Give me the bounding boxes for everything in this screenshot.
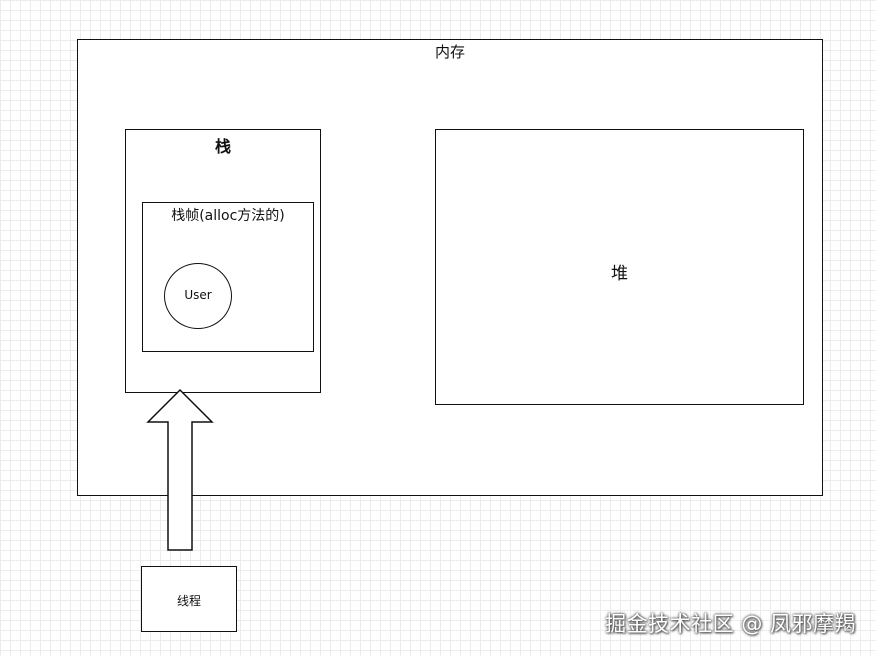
user-object-circle xyxy=(164,263,232,329)
thread-label: 线程 xyxy=(176,594,201,608)
thread-box xyxy=(141,566,237,632)
user-object-label: User xyxy=(184,288,212,302)
stack-frame-label: 栈帧(alloc方法的) xyxy=(171,208,285,224)
thread-to-stack-arrow xyxy=(146,388,214,551)
heap-label: 堆 xyxy=(611,264,628,284)
watermark-text: 掘金技术社区 @ 凤邪摩羯 xyxy=(605,612,856,636)
stack-label: 栈 xyxy=(214,137,231,156)
memory-label: 内存 xyxy=(434,43,465,61)
up-arrow-shape xyxy=(146,388,214,551)
heap-box xyxy=(435,129,804,405)
